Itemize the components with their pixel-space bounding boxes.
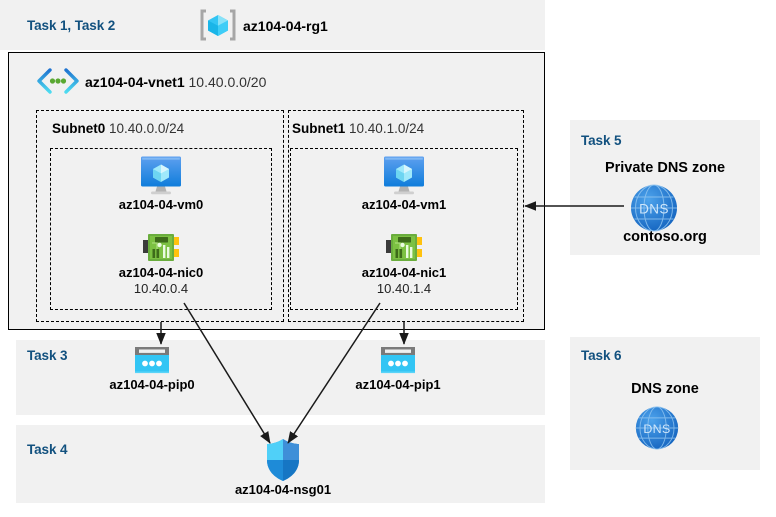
- subnet-1-inner-box: [290, 148, 518, 310]
- public-dns-heading: DNS zone: [631, 381, 699, 397]
- subnet-1-box: [288, 110, 524, 322]
- nic-1-ip: 10.40.1.4: [376, 281, 432, 296]
- virtual-machine-icon: [381, 155, 427, 197]
- subnet-0-title: Subnet0 10.40.0.0/24: [52, 121, 184, 136]
- task-label-3: Task 3: [27, 348, 68, 363]
- nic-1-node[interactable]: az104-04-nic1 10.40.1.4: [344, 231, 464, 297]
- vm-0-node[interactable]: az104-04-vm0: [101, 155, 221, 213]
- public-ip-0-node[interactable]: az104-04-pip0: [92, 345, 212, 393]
- task-3-panel: [16, 340, 545, 415]
- vnet-name-line: az104-04-vnet1 10.40.0.0/20: [85, 74, 266, 90]
- task-label-1-2: Task 1, Task 2: [27, 18, 116, 33]
- vnet-container: [8, 52, 545, 330]
- svg-text:DNS: DNS: [643, 422, 670, 436]
- network-security-group-icon: [264, 438, 302, 482]
- subnet-0-name: Subnet0: [52, 121, 106, 136]
- task-6-panel: [570, 337, 760, 470]
- nic-0-node[interactable]: az104-04-nic0 10.40.0.4: [101, 231, 221, 297]
- private-dns-heading: Private DNS zone: [604, 160, 726, 176]
- virtual-network-icon: [36, 68, 80, 94]
- public-ip-0-label: az104-04-pip0: [109, 377, 195, 392]
- arrow-nic0-to-nsg: [183, 302, 271, 444]
- subnet-0-inner-box: [50, 148, 272, 310]
- subnet-0-cidr: 10.40.0.0/24: [109, 121, 185, 136]
- subnet-0-box: [36, 110, 284, 322]
- task-5-panel: [570, 120, 760, 255]
- vnet-cidr: 10.40.0.0/20: [188, 74, 267, 90]
- task-label-5: Task 5: [581, 133, 622, 148]
- subnet-1-title: Subnet1 10.40.1.0/24: [292, 121, 424, 136]
- virtual-machine-icon: [138, 155, 184, 197]
- vm-0-label: az104-04-vm0: [118, 197, 204, 212]
- svg-text:DNS: DNS: [639, 202, 669, 217]
- dns-zone-icon[interactable]: DNS: [629, 183, 679, 233]
- nic-0-ip: 10.40.0.4: [133, 281, 189, 296]
- nsg-node[interactable]: az104-04-nsg01: [223, 438, 343, 498]
- network-interface-icon: [141, 231, 181, 265]
- resource-group-icon: [200, 8, 236, 42]
- subnet-1-cidr: 10.40.1.0/24: [349, 121, 425, 136]
- public-ip-1-label: az104-04-pip1: [355, 377, 441, 392]
- subnet-1-name: Subnet1: [292, 121, 346, 136]
- task-label-6: Task 6: [581, 348, 622, 363]
- public-ip-1-node[interactable]: az104-04-pip1: [338, 345, 458, 393]
- vm-1-node[interactable]: az104-04-vm1: [344, 155, 464, 213]
- vm-1-label: az104-04-vm1: [361, 197, 447, 212]
- resource-group-name: az104-04-rg1: [243, 18, 328, 34]
- task-label-4: Task 4: [27, 442, 68, 457]
- network-interface-icon: [384, 231, 424, 265]
- resource-group-header: [0, 0, 545, 50]
- dns-zone-icon[interactable]: DNS: [634, 405, 680, 451]
- nsg-label: az104-04-nsg01: [234, 482, 332, 497]
- nic-1-label: az104-04-nic1: [361, 265, 447, 280]
- vnet-name: az104-04-vnet1: [85, 74, 185, 90]
- public-ip-address-icon: [379, 345, 417, 377]
- private-dns-zone-name: contoso.org: [623, 229, 707, 245]
- nic-0-label: az104-04-nic0: [118, 265, 204, 280]
- public-ip-address-icon: [133, 345, 171, 377]
- arrow-nic1-to-nsg: [287, 302, 381, 444]
